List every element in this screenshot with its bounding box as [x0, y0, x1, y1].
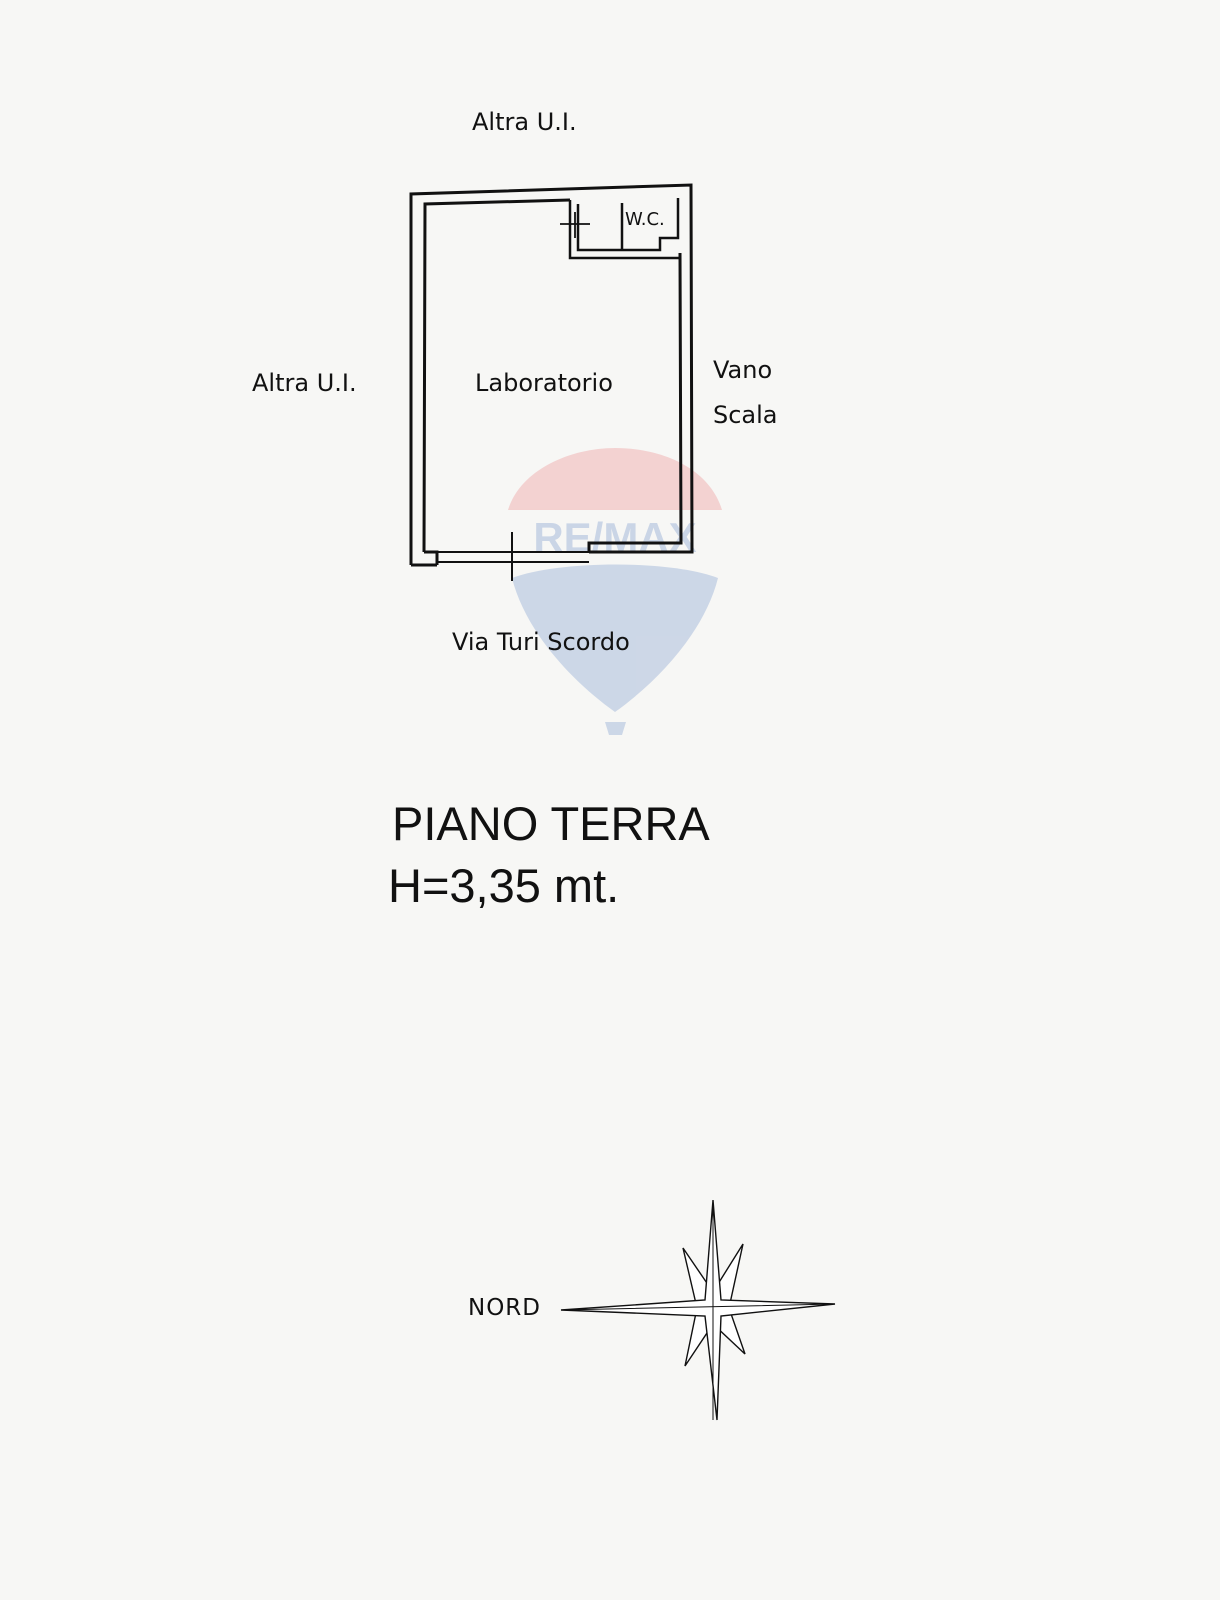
neighbor-label-left: Altra U.I. — [252, 369, 357, 397]
outer-wall — [409, 183, 694, 565]
remax-watermark-text: RE/MAX — [533, 514, 696, 561]
room-label-laboratorio: Laboratorio — [475, 369, 613, 397]
stairwell-label-line1: Vano — [713, 356, 773, 384]
remax-watermark — [508, 448, 722, 735]
street-label: Via Turi Scordo — [452, 628, 630, 656]
balloon-basket — [605, 722, 626, 735]
balloon-top-red — [508, 448, 722, 510]
floor-title: PIANO TERRA — [392, 797, 710, 850]
inner-wall — [422, 198, 571, 553]
wc-door-mark — [560, 212, 590, 238]
room-label-wc: W.C. — [625, 209, 665, 230]
compass-label: NORD — [468, 1295, 541, 1321]
wc-inner — [576, 198, 680, 252]
inner-wall-left-bottom — [424, 550, 439, 565]
wc-walls — [568, 200, 682, 260]
compass-rose-icon — [560, 1199, 836, 1421]
stairwell-label-line2: Scala — [713, 401, 778, 429]
inner-wall-right — [587, 252, 683, 552]
balloon-bottom-blue — [512, 564, 718, 712]
neighbor-label-top: Altra U.I. — [472, 108, 577, 136]
floor-height: H=3,35 mt. — [388, 859, 620, 912]
compass-center-lines — [560, 1200, 836, 1420]
compass-main-star — [560, 1199, 836, 1421]
